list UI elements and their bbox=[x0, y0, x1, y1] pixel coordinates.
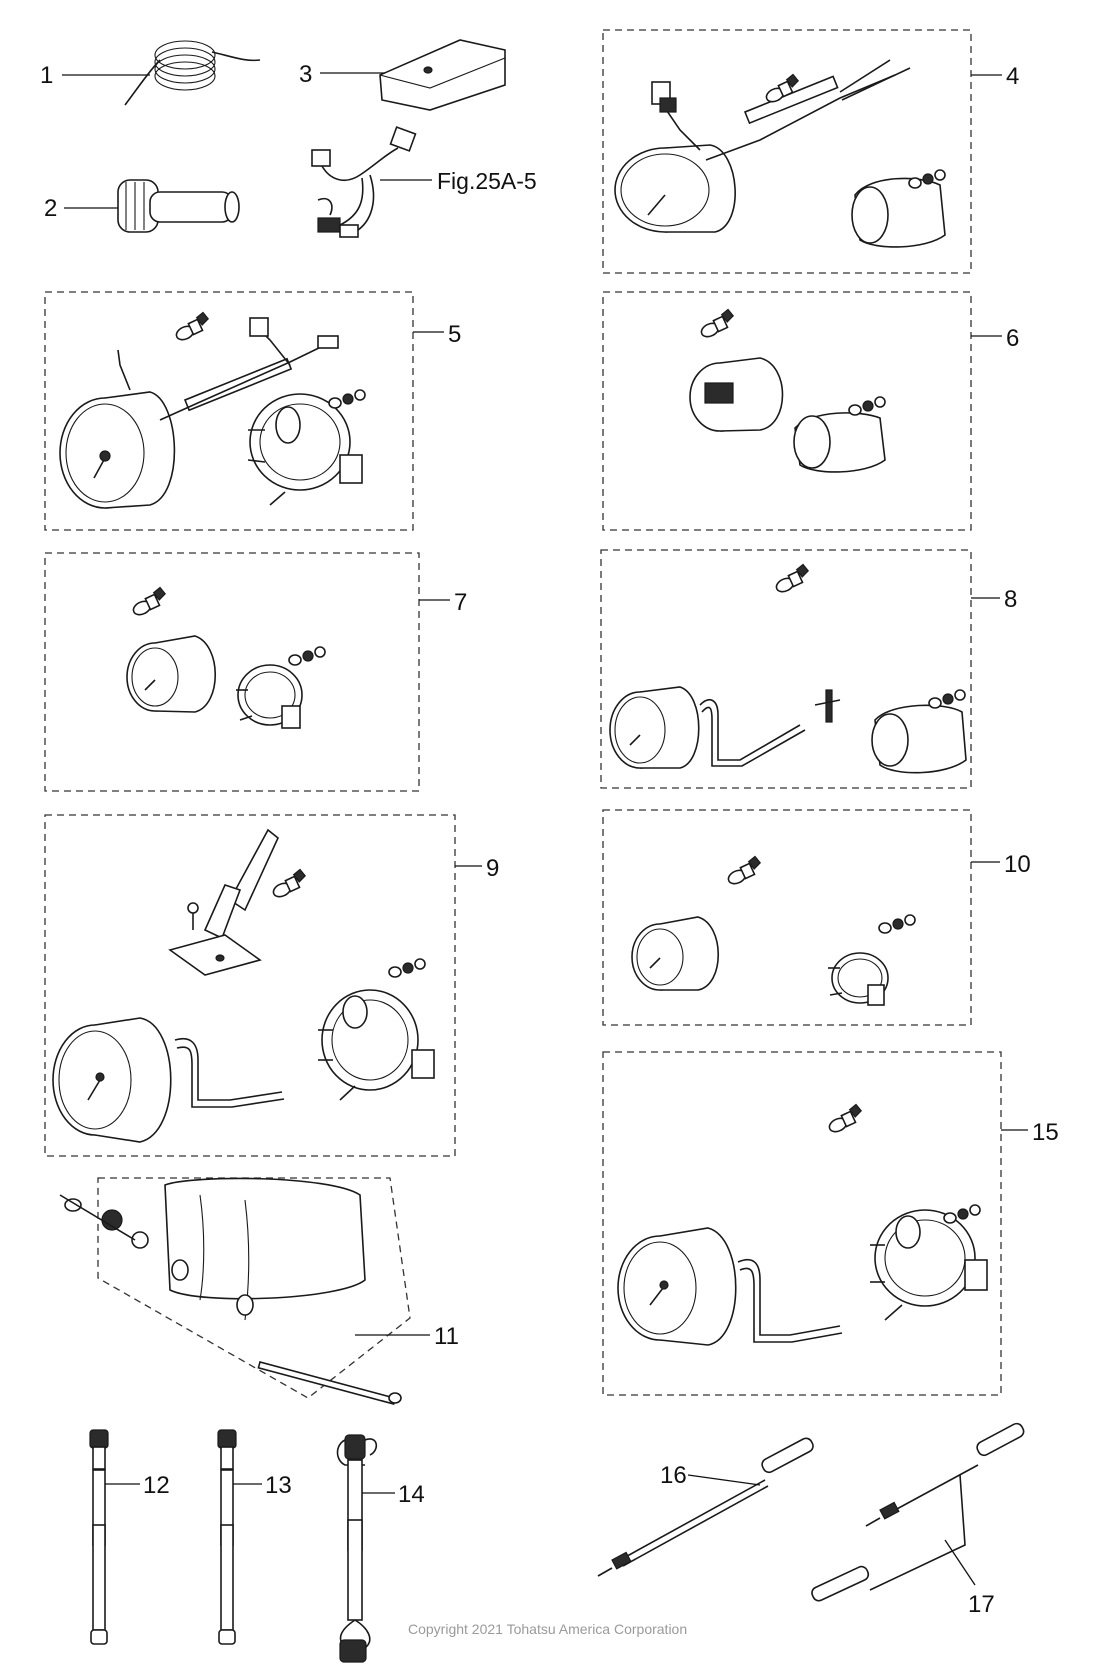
svg-text:10: 10 bbox=[1004, 851, 1031, 878]
svg-text:15: 15 bbox=[1032, 1119, 1059, 1146]
callout-1: 1 bbox=[40, 62, 53, 89]
part-7-gauge-assembly bbox=[126, 585, 450, 729]
svg-text:13: 13 bbox=[265, 1472, 292, 1499]
svg-text:1: 1 bbox=[40, 62, 53, 89]
part-5-tachometer-assembly bbox=[59, 310, 444, 509]
svg-text:12: 12 bbox=[143, 1472, 170, 1499]
callout-12: 12 bbox=[143, 1472, 170, 1499]
wiring-harness-fig-25a-5 bbox=[311, 126, 432, 238]
part-16-sensor-lead bbox=[597, 1437, 814, 1577]
part-8-gauge-assembly bbox=[609, 562, 1000, 774]
group-box-8 bbox=[600, 549, 972, 789]
svg-text:6: 6 bbox=[1006, 325, 1019, 352]
callout-16: 16 bbox=[660, 1462, 687, 1489]
callout-9: 9 bbox=[486, 855, 499, 882]
svg-text:11: 11 bbox=[434, 1323, 459, 1350]
part-9-speedometer-assembly bbox=[52, 828, 482, 1143]
copyright-notice: Copyright 2021 Tohatsu America Corporati… bbox=[408, 1621, 687, 1637]
svg-text:16: 16 bbox=[660, 1462, 687, 1489]
group-box-6 bbox=[602, 291, 972, 531]
callout-7: 7 bbox=[454, 589, 467, 616]
callout-14: 14 bbox=[398, 1481, 425, 1508]
part-3-pouch bbox=[320, 39, 506, 111]
svg-text:9: 9 bbox=[486, 855, 499, 882]
svg-text:Fig.25A-5: Fig.25A-5 bbox=[437, 168, 537, 194]
group-box-5 bbox=[44, 291, 414, 531]
part-6-hour-meter-assembly bbox=[689, 307, 1002, 473]
part-1-tubing-coil bbox=[62, 40, 261, 106]
callout-15: 15 bbox=[1032, 1119, 1059, 1146]
callout-4: 4 bbox=[1006, 63, 1019, 90]
group-box-10 bbox=[602, 809, 972, 1026]
callout-6: 6 bbox=[1006, 325, 1019, 352]
part-2-hose-fitting bbox=[64, 179, 240, 233]
group-box-4 bbox=[602, 29, 972, 274]
part-17-sensor-lead bbox=[811, 1422, 1025, 1602]
part-13-cable bbox=[217, 1429, 262, 1645]
callout-fig-25a-5: Fig.25A-5 bbox=[437, 168, 537, 194]
svg-text:3: 3 bbox=[299, 61, 312, 88]
callout-11: 11 bbox=[434, 1323, 459, 1350]
callout-17: 17 bbox=[968, 1591, 995, 1618]
part-4-gauge-assembly bbox=[614, 59, 1002, 248]
svg-text:17: 17 bbox=[968, 1591, 995, 1618]
svg-text:5: 5 bbox=[448, 321, 461, 348]
svg-text:4: 4 bbox=[1006, 63, 1019, 90]
part-12-cable bbox=[89, 1429, 140, 1645]
group-box-9 bbox=[44, 814, 456, 1157]
svg-text:14: 14 bbox=[398, 1481, 425, 1508]
callout-2: 2 bbox=[44, 195, 57, 222]
group-box-15 bbox=[602, 1051, 1002, 1396]
part-14-cable bbox=[336, 1434, 395, 1663]
callout-5: 5 bbox=[448, 321, 461, 348]
svg-text:Copyright 2021 Tohatsu America: Copyright 2021 Tohatsu America Corporati… bbox=[408, 1621, 687, 1637]
svg-text:8: 8 bbox=[1004, 586, 1017, 613]
svg-text:7: 7 bbox=[454, 589, 467, 616]
part-15-speedometer-assembly bbox=[617, 1102, 1028, 1346]
part-10-gauge-assembly bbox=[631, 854, 1000, 1006]
callout-3: 3 bbox=[299, 61, 312, 88]
callout-10: 10 bbox=[1004, 851, 1031, 878]
callout-8: 8 bbox=[1004, 586, 1017, 613]
svg-text:2: 2 bbox=[44, 195, 57, 222]
group-box-7 bbox=[44, 552, 420, 792]
callout-13: 13 bbox=[265, 1472, 292, 1499]
part-11-sender-mount bbox=[59, 1177, 430, 1406]
